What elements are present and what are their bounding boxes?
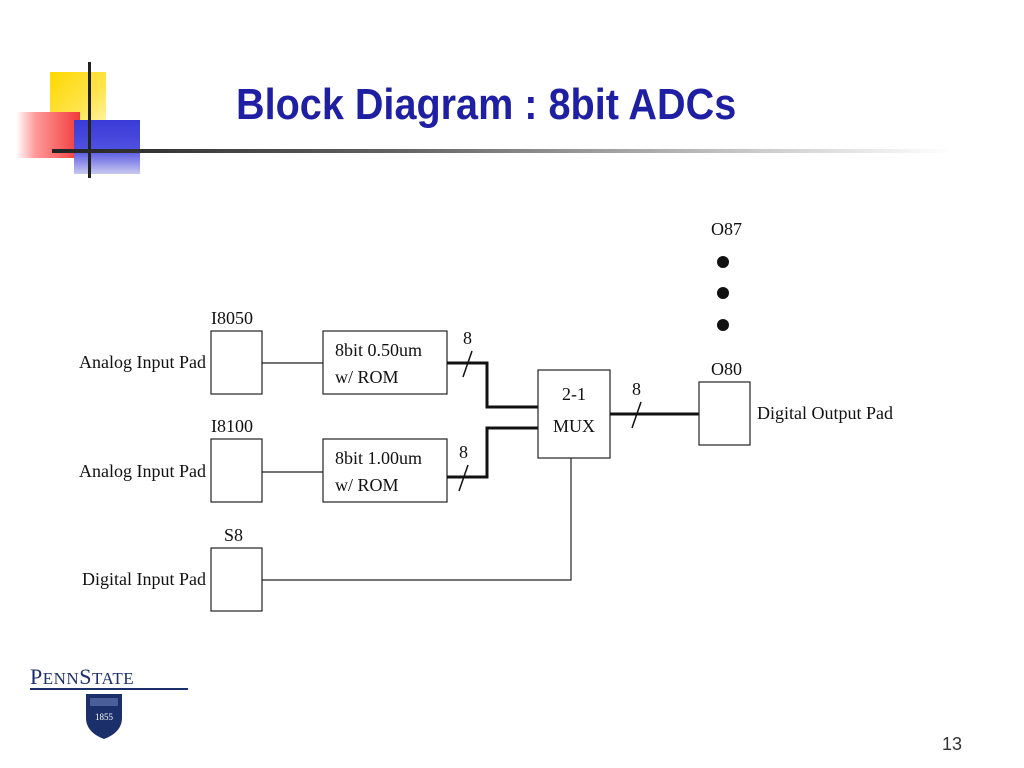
bus-slash-adc2 [458,464,469,492]
input-pad-box-1 [210,330,263,395]
pennstate-shield-icon: 1855 [86,694,122,739]
wire-select-to-mux [262,458,572,581]
pin-label-i8050: I8050 [211,308,253,328]
mux-label-line2: MUX [553,416,595,436]
adc2-label-line1: 8bit 1.00um [335,448,422,468]
ellipsis-dot-3 [717,319,729,331]
adc1-label-line2: w/ ROM [335,367,399,387]
adc1-label-line1: 8bit 0.50um [335,340,422,360]
input-pad-label-1: Analog Input Pad [79,352,206,372]
pennstate-logo-text: PENNSTATE [30,664,135,689]
pin-label-i8100: I8100 [211,416,253,436]
title-deco-vertical-line [88,62,91,178]
adc2-label-line2: w/ ROM [335,475,399,495]
input-pad-box-3 [210,547,263,612]
pin-label-s8: S8 [224,525,243,545]
bus-width-adc1: 8 [463,328,472,348]
ellipsis-dot-2 [717,287,729,299]
input-pad-box-2 [210,438,263,503]
bus-adc1-to-mux [447,361,538,409]
bus-width-adc2: 8 [459,442,468,462]
input-pad-label-2: Analog Input Pad [79,461,206,481]
bus-slash-mux-out [631,401,642,429]
adc-box-2 [322,438,448,503]
title-deco-blue-square [74,120,140,174]
shield-year-text: 1855 [95,712,114,722]
output-pad-box [698,381,751,446]
page-number: 13 [941,734,962,754]
output-pad-label: Digital Output Pad [757,403,893,423]
mux-label-line1: 2-1 [562,384,586,404]
pin-label-o87: O87 [711,219,742,239]
input-pad-label-3: Digital Input Pad [82,569,206,589]
bus-adc2-to-mux [447,426,538,479]
bus-slash-adc1 [462,350,473,378]
ellipsis-dot-1 [717,256,729,268]
slide-title: Block Diagram : 8bit ADCs [236,80,737,129]
pennstate-logo-rule [30,688,188,690]
title-underline-rule [52,149,952,153]
pin-label-o80: O80 [711,359,742,379]
bus-width-mux-out: 8 [632,379,641,399]
